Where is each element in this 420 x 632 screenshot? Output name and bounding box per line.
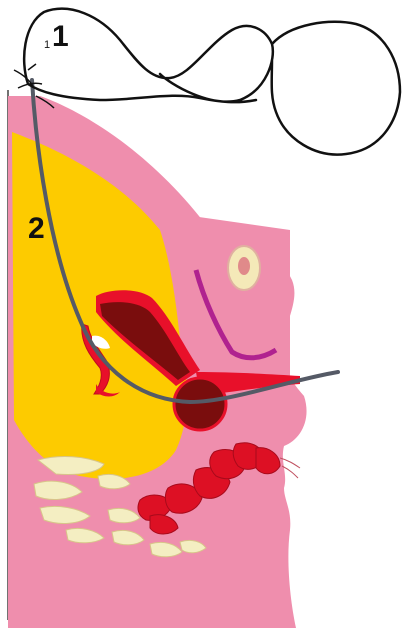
round-muscle xyxy=(174,378,226,430)
label-two: 2 xyxy=(28,214,45,244)
lesion-core xyxy=(238,257,250,275)
label-one-small: 1 xyxy=(44,40,50,51)
label-one: 1 xyxy=(52,22,69,52)
